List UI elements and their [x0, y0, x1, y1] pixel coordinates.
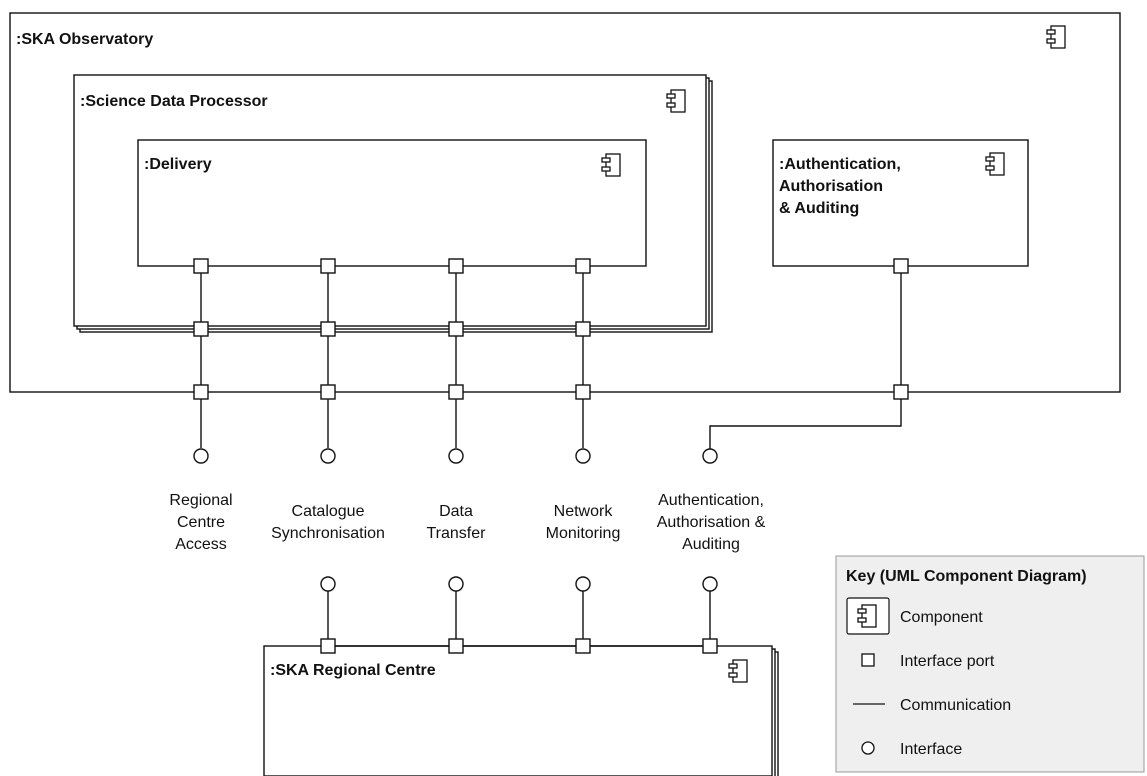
svg-text:Centre: Centre — [177, 514, 225, 531]
key-item-component: Component — [846, 597, 983, 635]
svg-text:Network: Network — [554, 503, 614, 520]
interface-icon — [320, 448, 336, 464]
ska-observatory-label: :SKA Observatory — [16, 31, 153, 48]
ska-regional-centre-label: :SKA Regional Centre — [270, 662, 436, 679]
interface-port-icon — [575, 384, 591, 400]
interface-port-icon — [193, 258, 209, 274]
interface-label-authentication: Authentication, Authorisation & Auditing — [657, 492, 766, 553]
regional-ports — [320, 638, 718, 654]
regional-interfaces — [320, 576, 718, 646]
interface-ports — [193, 258, 909, 400]
interface-port-icon — [320, 321, 336, 337]
interface-label-catalogue-synchronisation: Catalogue Synchronisation — [271, 503, 385, 542]
interface-label-network-monitoring: Network Monitoring — [546, 503, 621, 542]
observatory-communication-lines — [200, 266, 902, 449]
interface-icon — [861, 741, 875, 755]
svg-text:Transfer: Transfer — [427, 525, 487, 542]
interface-port-icon — [448, 258, 464, 274]
interface-port-icon — [702, 638, 718, 654]
interface-port-icon — [320, 384, 336, 400]
interface-icon — [193, 448, 209, 464]
interface-labels: Regional Centre Access Catalogue Synchro… — [169, 492, 765, 553]
interface-port-icon — [193, 384, 209, 400]
svg-text:Auditing: Auditing — [682, 536, 740, 553]
interface-port-icon — [861, 653, 875, 667]
interface-port-icon — [320, 638, 336, 654]
interface-icon — [702, 448, 718, 464]
svg-text:Catalogue: Catalogue — [292, 503, 365, 520]
interface-port-icon — [193, 321, 209, 337]
key-item-port: Interface port — [861, 653, 995, 670]
interface-label-regional-centre-access: Regional Centre Access — [169, 492, 232, 553]
key-component-label: Component — [900, 609, 983, 626]
key-interface-label: Interface — [900, 741, 962, 758]
interface-port-icon — [448, 384, 464, 400]
svg-text:Data: Data — [439, 503, 473, 520]
interface-icon — [575, 576, 591, 592]
ska-regional-centre-component: :SKA Regional Centre — [263, 645, 779, 776]
interface-icon — [702, 576, 718, 592]
svg-text:Authentication,: Authentication, — [658, 492, 764, 509]
svg-text:Monitoring: Monitoring — [546, 525, 621, 542]
key-legend: Key (UML Component Diagram) Component In… — [835, 555, 1145, 773]
interface-port-icon — [320, 258, 336, 274]
interface-icon — [448, 448, 464, 464]
aaa-label-line1: :Authentication, — [779, 156, 901, 173]
interface-port-icon — [448, 321, 464, 337]
interface-port-icon — [448, 638, 464, 654]
svg-text:Synchronisation: Synchronisation — [271, 525, 385, 542]
interface-port-icon — [575, 258, 591, 274]
svg-text:Authorisation &: Authorisation & — [657, 514, 766, 531]
interface-port-icon — [575, 321, 591, 337]
key-title: Key (UML Component Diagram) — [846, 568, 1087, 585]
aaa-component: :Authentication, Authorisation & Auditin… — [772, 139, 1029, 267]
delivery-label: :Delivery — [144, 156, 212, 173]
aaa-label-line2: Authorisation — [779, 178, 883, 195]
interface-label-data-transfer: Data Transfer — [427, 503, 487, 542]
science-data-processor-label: :Science Data Processor — [80, 93, 268, 110]
interface-icon — [575, 448, 591, 464]
observatory-interfaces — [193, 448, 718, 464]
svg-text:Access: Access — [175, 536, 227, 553]
interface-icon — [448, 576, 464, 592]
key-communication-label: Communication — [900, 697, 1011, 714]
interface-port-icon — [893, 258, 909, 274]
aaa-label-line3: & Auditing — [779, 200, 859, 217]
key-item-communication: Communication — [853, 697, 1011, 714]
interface-port-icon — [575, 638, 591, 654]
svg-text:Regional: Regional — [169, 492, 232, 509]
delivery-component: :Delivery — [137, 139, 647, 267]
key-port-label: Interface port — [900, 653, 995, 670]
key-item-interface: Interface — [861, 741, 962, 758]
interface-port-icon — [893, 384, 909, 400]
interface-icon — [320, 576, 336, 592]
